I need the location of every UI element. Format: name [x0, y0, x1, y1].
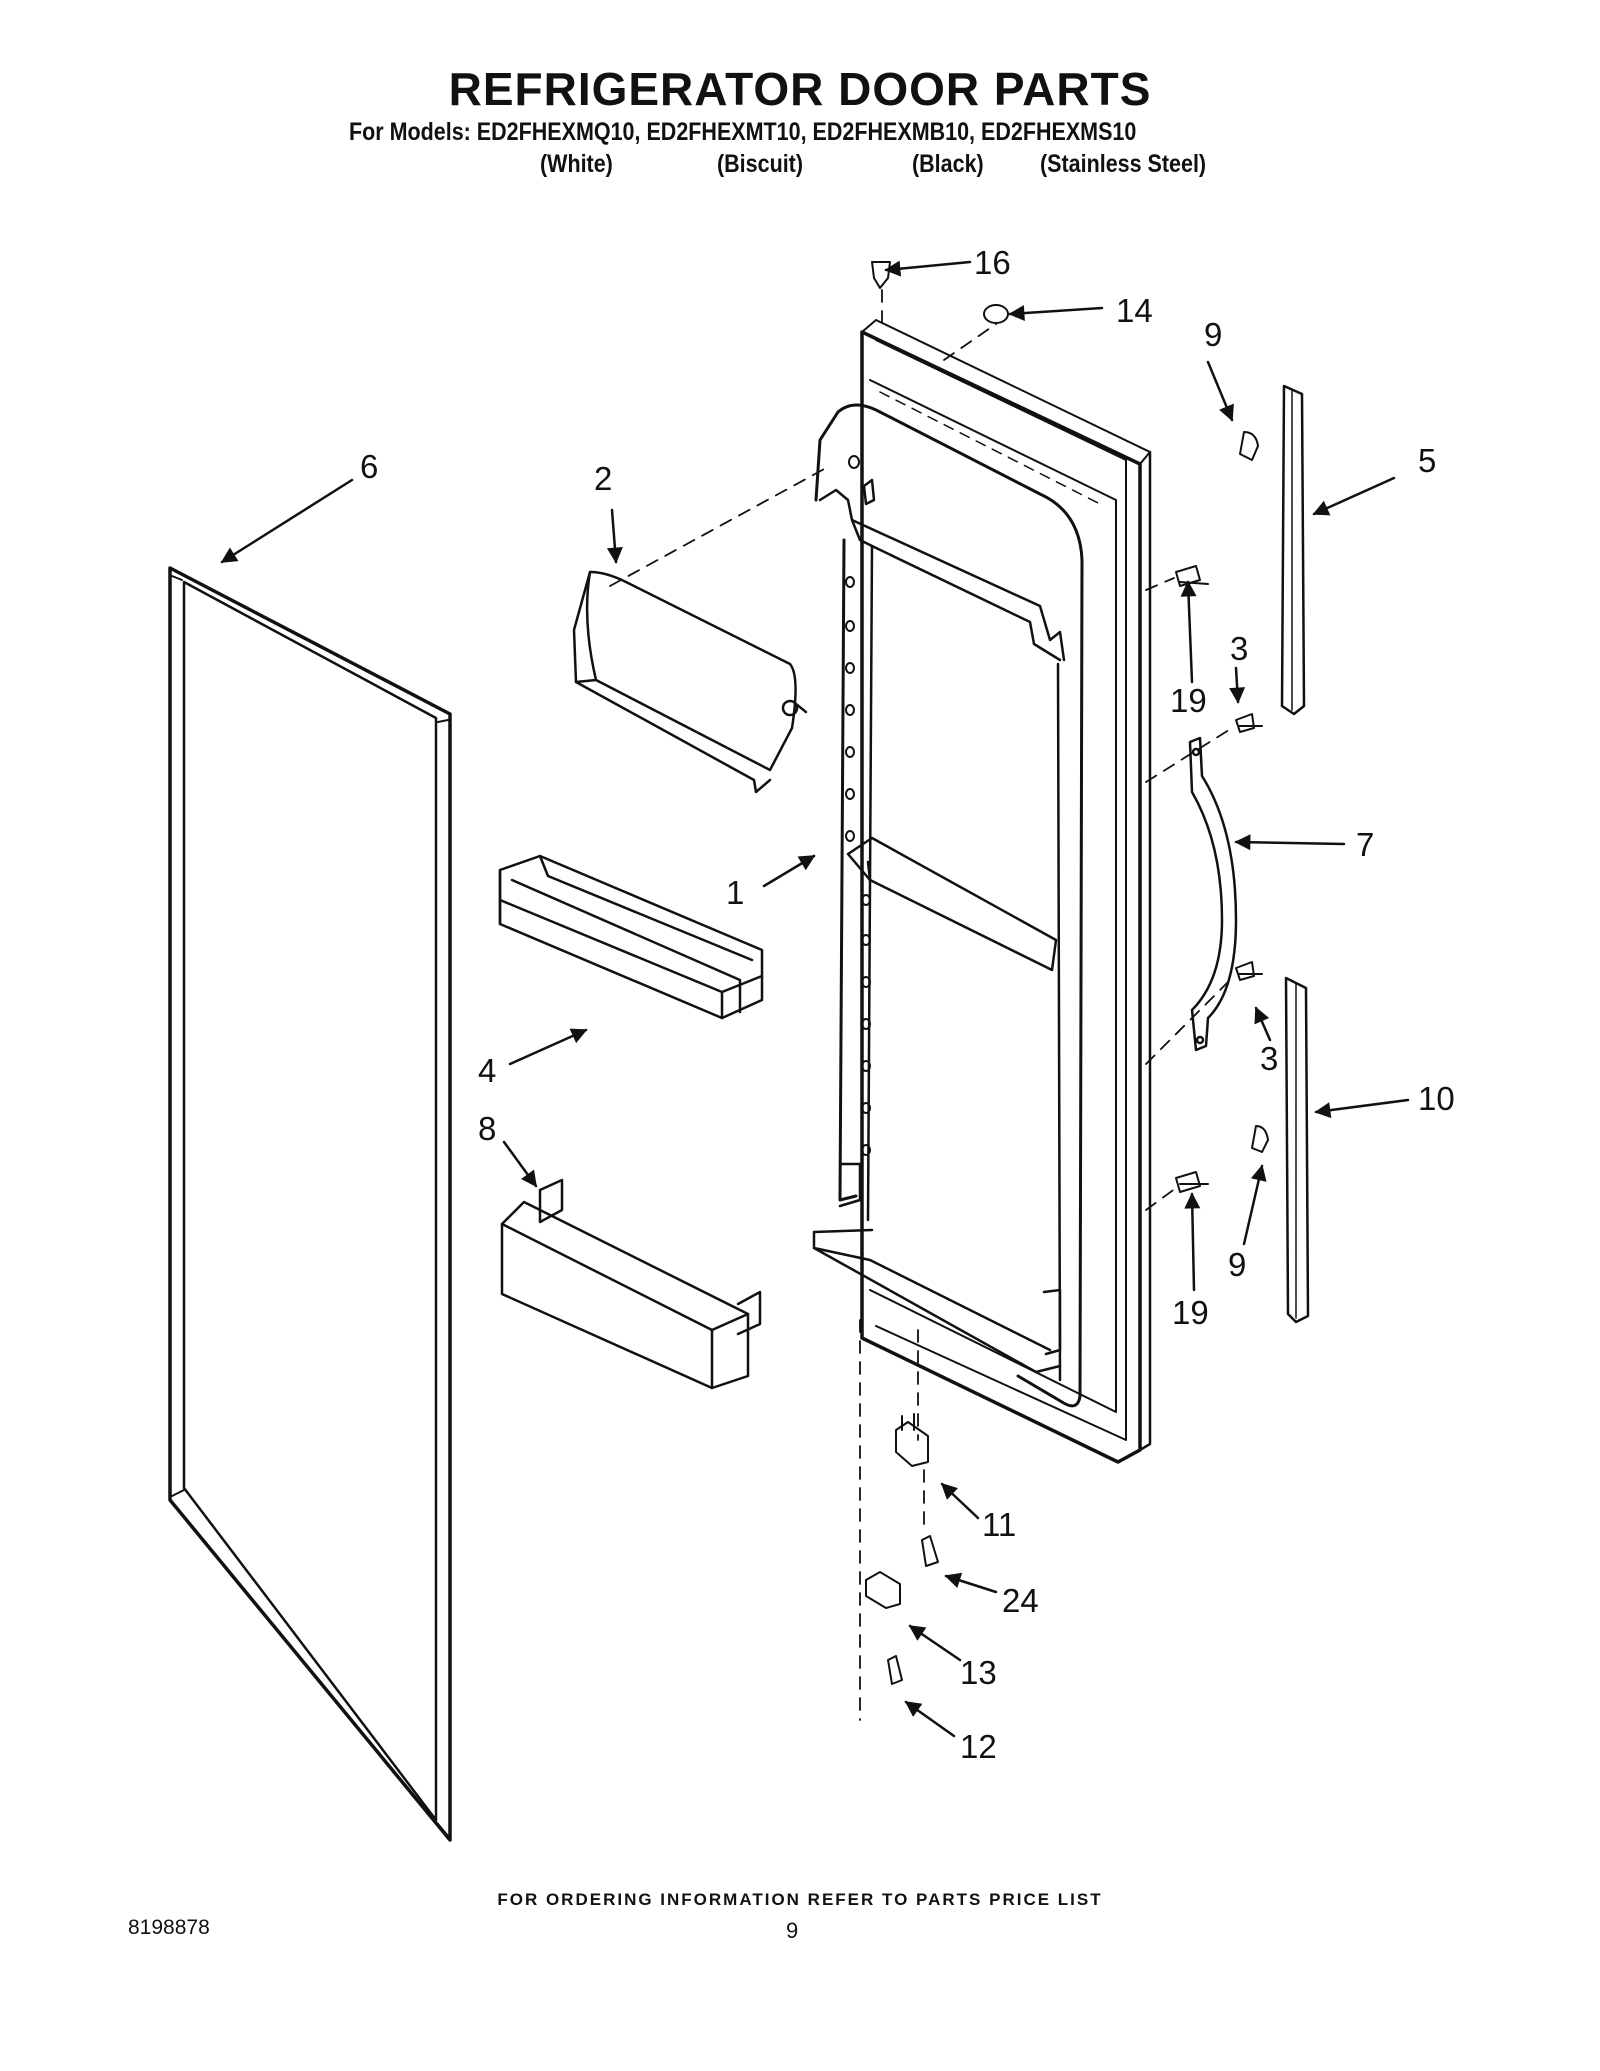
callout-11: 11 — [982, 1506, 1016, 1543]
callout-13: 13 — [960, 1654, 997, 1691]
callout-19-upper: 19 — [1170, 682, 1207, 719]
callout-10: 10 — [1418, 1080, 1455, 1117]
callout-arrows — [220, 260, 1410, 1738]
page-number: 9 — [786, 1918, 799, 1943]
door-bin — [498, 854, 764, 1020]
callout-19-lower: 19 — [1172, 1294, 1209, 1331]
color-stainless-steel: (Stainless Steel) — [1040, 150, 1207, 178]
callout-2: 2 — [594, 460, 612, 497]
lower-door-bin — [500, 1178, 762, 1390]
ordering-note: FOR ORDERING INFORMATION REFER TO PARTS … — [497, 1890, 1103, 1909]
shelf-holes — [845, 455, 871, 1156]
handle-trim-upper — [1280, 384, 1306, 716]
callout-5: 5 — [1418, 442, 1436, 479]
callout-9-upper: 9 — [1204, 316, 1222, 353]
callout-9-lower: 9 — [1228, 1246, 1246, 1283]
handle-trim-lower — [1284, 976, 1310, 1324]
assembly-lines — [609, 289, 1233, 1721]
callout-16: 16 — [974, 244, 1011, 281]
callout-24: 24 — [1002, 1582, 1039, 1619]
callout-numbers: 16 14 9 5 6 2 19 3 7 1 4 3 10 8 9 19 11 … — [360, 244, 1455, 1765]
callout-3-upper: 3 — [1230, 630, 1248, 667]
callout-3-lower: 3 — [1260, 1040, 1278, 1077]
top-dairy-cover — [572, 570, 808, 794]
callout-8: 8 — [478, 1110, 496, 1147]
callout-14: 14 — [1116, 292, 1153, 329]
callout-7: 7 — [1356, 826, 1374, 863]
page-title: REFRIGERATOR DOOR PARTS — [448, 63, 1152, 115]
color-black: (Black) — [912, 150, 984, 178]
callout-12: 12 — [960, 1728, 997, 1765]
callout-6: 6 — [360, 448, 378, 485]
callout-1: 1 — [726, 874, 744, 911]
color-white: (White) — [540, 150, 613, 178]
door-handle — [1188, 736, 1238, 1052]
door-assembly — [812, 319, 1152, 1464]
models-line: For Models: ED2FHEXMQ10, ED2FHEXMT10, ED… — [349, 118, 1137, 146]
door-gasket — [168, 566, 452, 1842]
callout-4: 4 — [478, 1052, 496, 1089]
document-number: 8198878 — [128, 1916, 210, 1939]
color-biscuit: (Biscuit) — [717, 150, 803, 178]
